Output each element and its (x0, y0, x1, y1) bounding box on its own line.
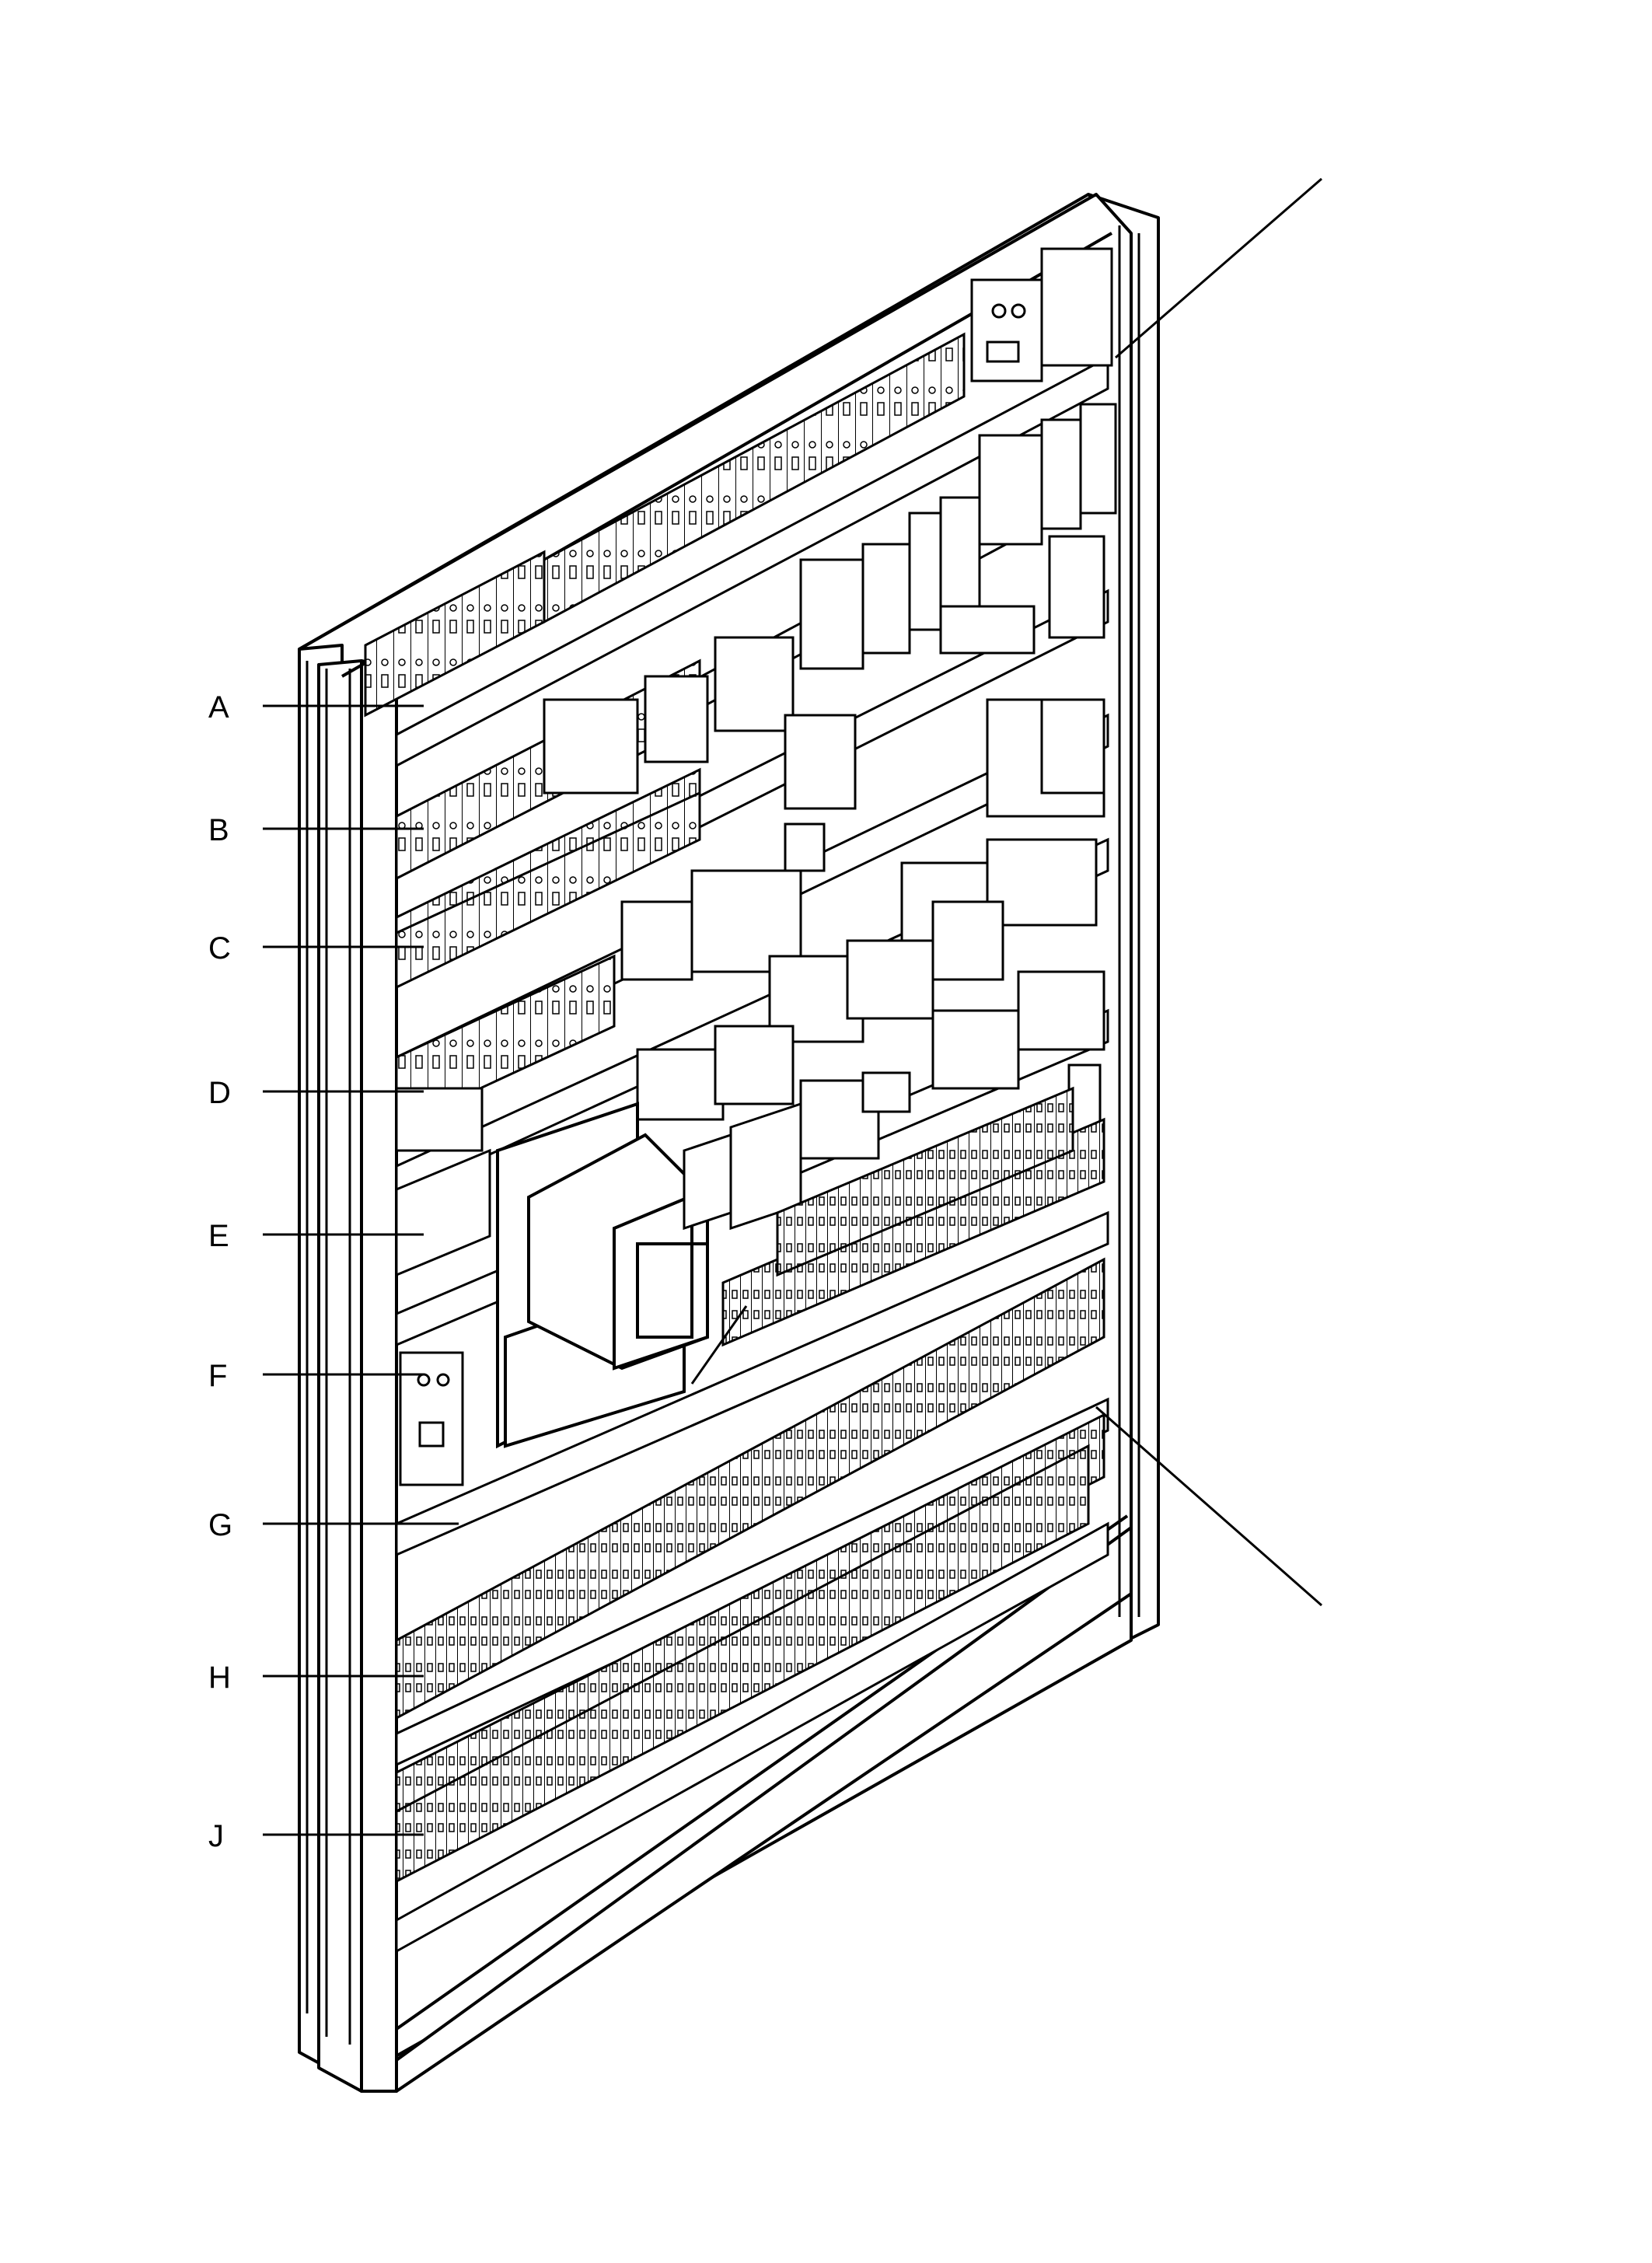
breaker-row-top (364, 247, 1117, 718)
callout-b: B (208, 813, 229, 847)
display-panels (395, 1102, 802, 1277)
relay-row-c (395, 900, 1105, 1130)
callout-d: D (208, 1076, 231, 1110)
terminal-strips-upper (721, 1086, 1105, 1347)
leader-lines (263, 177, 1322, 1836)
callout-j: J (208, 1819, 224, 1853)
callout-c: C (208, 931, 231, 966)
breaker-row-a (395, 636, 1105, 881)
module-f (399, 1351, 464, 1486)
callout-a: A (208, 690, 229, 725)
callout-f: F (208, 1359, 228, 1393)
breaker-row-b (395, 767, 1098, 990)
enclosure-box (496, 1102, 709, 1449)
terminal-strips-j (395, 1444, 1090, 1884)
callout-h: H (208, 1661, 231, 1695)
callout-g: G (208, 1508, 233, 1542)
callout-e: E (208, 1219, 229, 1253)
relay-row-d (395, 1025, 1102, 1168)
